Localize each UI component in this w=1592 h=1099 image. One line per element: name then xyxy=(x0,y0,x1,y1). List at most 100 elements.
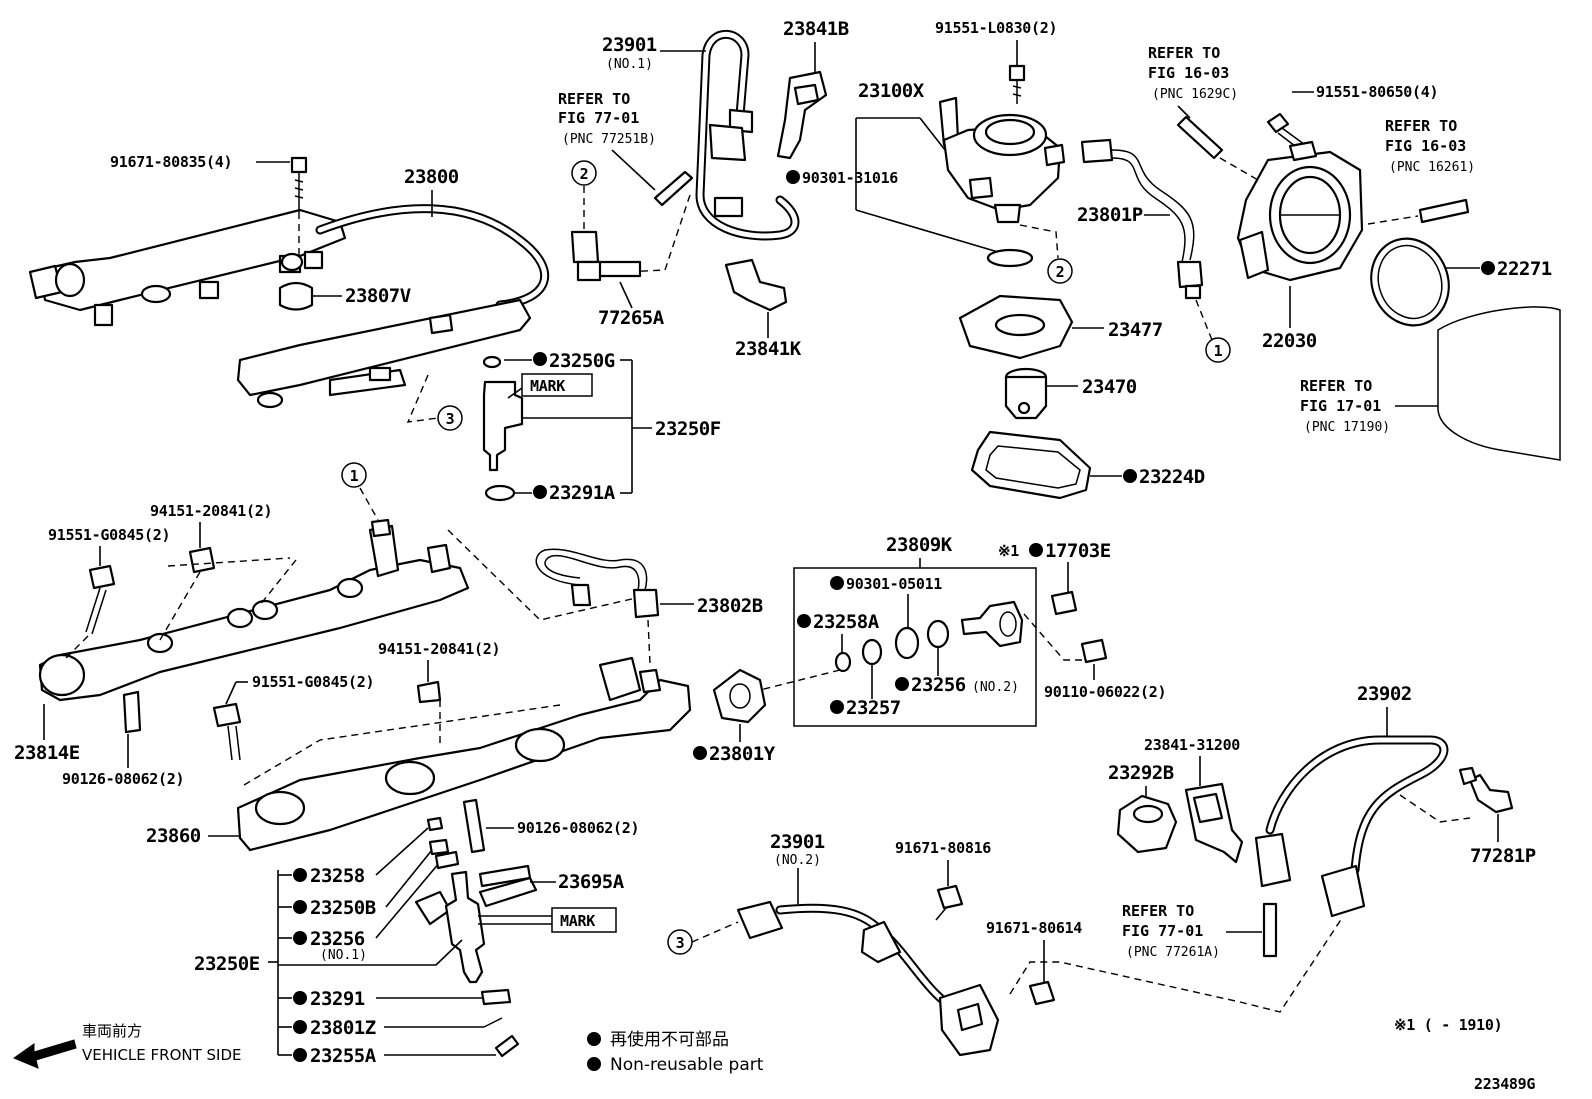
insulator-23477 xyxy=(958,294,1074,360)
label-91551-G0845-a: 91551-G0845(2) xyxy=(48,526,170,544)
label-23901-no2: 23901 xyxy=(770,831,825,853)
label-23901-no1: 23901 xyxy=(602,34,657,56)
hose-23901-no1 xyxy=(695,29,800,241)
gasket-22271 xyxy=(1370,237,1450,327)
connector-77265A xyxy=(570,230,642,282)
clip-23841B xyxy=(776,70,828,160)
label-23470: 23470 xyxy=(1082,376,1137,398)
fuel-pipe-23802B xyxy=(535,548,660,619)
fuel-pressure-sensor-parts xyxy=(834,600,1024,673)
label-23250B: 23250B xyxy=(310,897,376,919)
label-77281P: 77281P xyxy=(1470,845,1536,867)
gasket-23224D xyxy=(970,430,1092,500)
label-23256-no1-sub: (NO.1) xyxy=(320,948,367,963)
callout-3-b: 3 xyxy=(676,934,685,952)
front-arrow xyxy=(12,1039,77,1069)
mark-label-1: MARK xyxy=(530,377,565,395)
label-77265A: 77265A xyxy=(598,307,665,329)
label-23256-no2: 23256 xyxy=(911,674,966,696)
refer-1629C-l3: (PNC 1629C) xyxy=(1152,87,1238,102)
label-23801Z: 23801Z xyxy=(310,1017,376,1039)
figure-id: 223489G xyxy=(1474,1075,1535,1093)
label-23801P: 23801P xyxy=(1077,204,1143,226)
label-23860: 23860 xyxy=(146,825,201,847)
clamp-23841K xyxy=(724,258,788,312)
label-23477: 23477 xyxy=(1108,319,1163,341)
label-23809K: 23809K xyxy=(886,534,953,556)
flange-23801Y xyxy=(712,668,767,724)
label-22030: 22030 xyxy=(1262,330,1317,352)
refer-77261A-l1: REFER TO xyxy=(1122,902,1194,920)
injector-23250E xyxy=(414,864,538,984)
label-23841K: 23841K xyxy=(735,338,802,360)
label-90126-08062-a: 90126-08062(2) xyxy=(62,770,184,788)
clip-23841-31200 xyxy=(1184,782,1244,864)
label-23800: 23800 xyxy=(404,166,459,188)
label-90301-31016: 90301-31016 xyxy=(802,169,898,187)
callout-1-a: 1 xyxy=(1214,342,1223,360)
refer-16261-l2: FIG 16-03 xyxy=(1385,137,1466,155)
label-94151-20841-a: 94151-20841(2) xyxy=(150,502,272,520)
refer-17190-l2: FIG 17-01 xyxy=(1300,397,1381,415)
label-23256-no2-sub: (NO.2) xyxy=(972,680,1019,695)
hose-23902 xyxy=(1254,735,1449,918)
label-23224D: 23224D xyxy=(1139,466,1205,488)
fuel-rail-23860 xyxy=(236,656,692,852)
label-23258A: 23258A xyxy=(813,611,880,633)
refer-16261-l3: (PNC 16261) xyxy=(1389,160,1475,175)
label-91551-G0845-b: 91551-G0845(2) xyxy=(252,673,374,691)
label-23292B: 23292B xyxy=(1108,762,1174,784)
label-23814E: 23814E xyxy=(14,742,80,764)
label-23801Y: 23801Y xyxy=(709,743,776,765)
refer-77251B-l2: FIG 77-01 xyxy=(558,109,639,127)
lifter-23470 xyxy=(1004,367,1048,420)
fuel-delivery-pipe-23800 xyxy=(28,156,550,409)
label-94151-20841-b: 94151-20841(2) xyxy=(378,640,500,658)
label-23250E: 23250E xyxy=(194,953,260,975)
callout-3: 3 xyxy=(446,410,455,428)
legend-front-en: VEHICLE FRONT SIDE xyxy=(82,1046,242,1064)
label-23258: 23258 xyxy=(310,865,365,887)
fuel-pipe-23801P xyxy=(1080,138,1204,300)
label-23902: 23902 xyxy=(1357,683,1412,705)
refer-17190-l1: REFER TO xyxy=(1300,377,1372,395)
refer-77261A-l3: (PNC 77261A) xyxy=(1126,945,1220,960)
label-91551-80650: 91551-80650(4) xyxy=(1316,83,1438,101)
label-23256-no1: 23256 xyxy=(310,928,365,950)
refer-77251B-l3: (PNC 77251B) xyxy=(562,132,656,147)
callout-2-b: 2 xyxy=(1056,263,1065,281)
callout-2-a: 2 xyxy=(580,165,589,183)
label-91671-80614: 91671-80614 xyxy=(986,919,1082,937)
label-23291: 23291 xyxy=(310,988,365,1010)
note-range: ※1 ( - 1910) xyxy=(1394,1016,1502,1034)
refer-1629C-l1: REFER TO xyxy=(1148,44,1220,62)
label-23901-no2-sub: (NO.2) xyxy=(774,853,821,868)
label-23841B: 23841B xyxy=(783,18,849,40)
label-91551-L0830: 91551-L0830(2) xyxy=(935,19,1057,37)
refer-1629C-l2: FIG 16-03 xyxy=(1148,64,1229,82)
throttle-body-22030 xyxy=(1236,140,1364,282)
refer-77251B-l1: REFER TO xyxy=(558,90,630,108)
label-17703E: 17703E xyxy=(1045,540,1111,562)
damper-23292B xyxy=(1116,794,1178,854)
label-23901-no1-sub: (NO.1) xyxy=(606,57,653,72)
label-22271: 22271 xyxy=(1497,258,1552,280)
mark-label-2: MARK xyxy=(560,912,595,930)
label-23100X: 23100X xyxy=(858,80,925,102)
refer-17190-l3: (PNC 17190) xyxy=(1304,420,1390,435)
label-23807V: 23807V xyxy=(345,285,411,307)
injector-23250F xyxy=(482,355,524,502)
label-91671-80835: 91671-80835(4) xyxy=(110,153,232,171)
label-90110-06022: 90110-06022(2) xyxy=(1044,683,1166,701)
label-90301-05011: 90301-05011 xyxy=(846,575,942,593)
label-23291A: 23291A xyxy=(549,482,616,504)
hose-23901-no2 xyxy=(736,900,1000,1057)
label-23255A: 23255A xyxy=(310,1045,377,1067)
label-23257: 23257 xyxy=(846,697,901,719)
label-90126-08062-b: 90126-08062(2) xyxy=(517,819,639,837)
fuel-rail-23814E xyxy=(38,518,470,734)
label-17703E-mark: ※1 xyxy=(998,542,1019,560)
label-91671-80816: 91671-80816 xyxy=(895,839,991,857)
callout-1-b: 1 xyxy=(350,467,359,485)
